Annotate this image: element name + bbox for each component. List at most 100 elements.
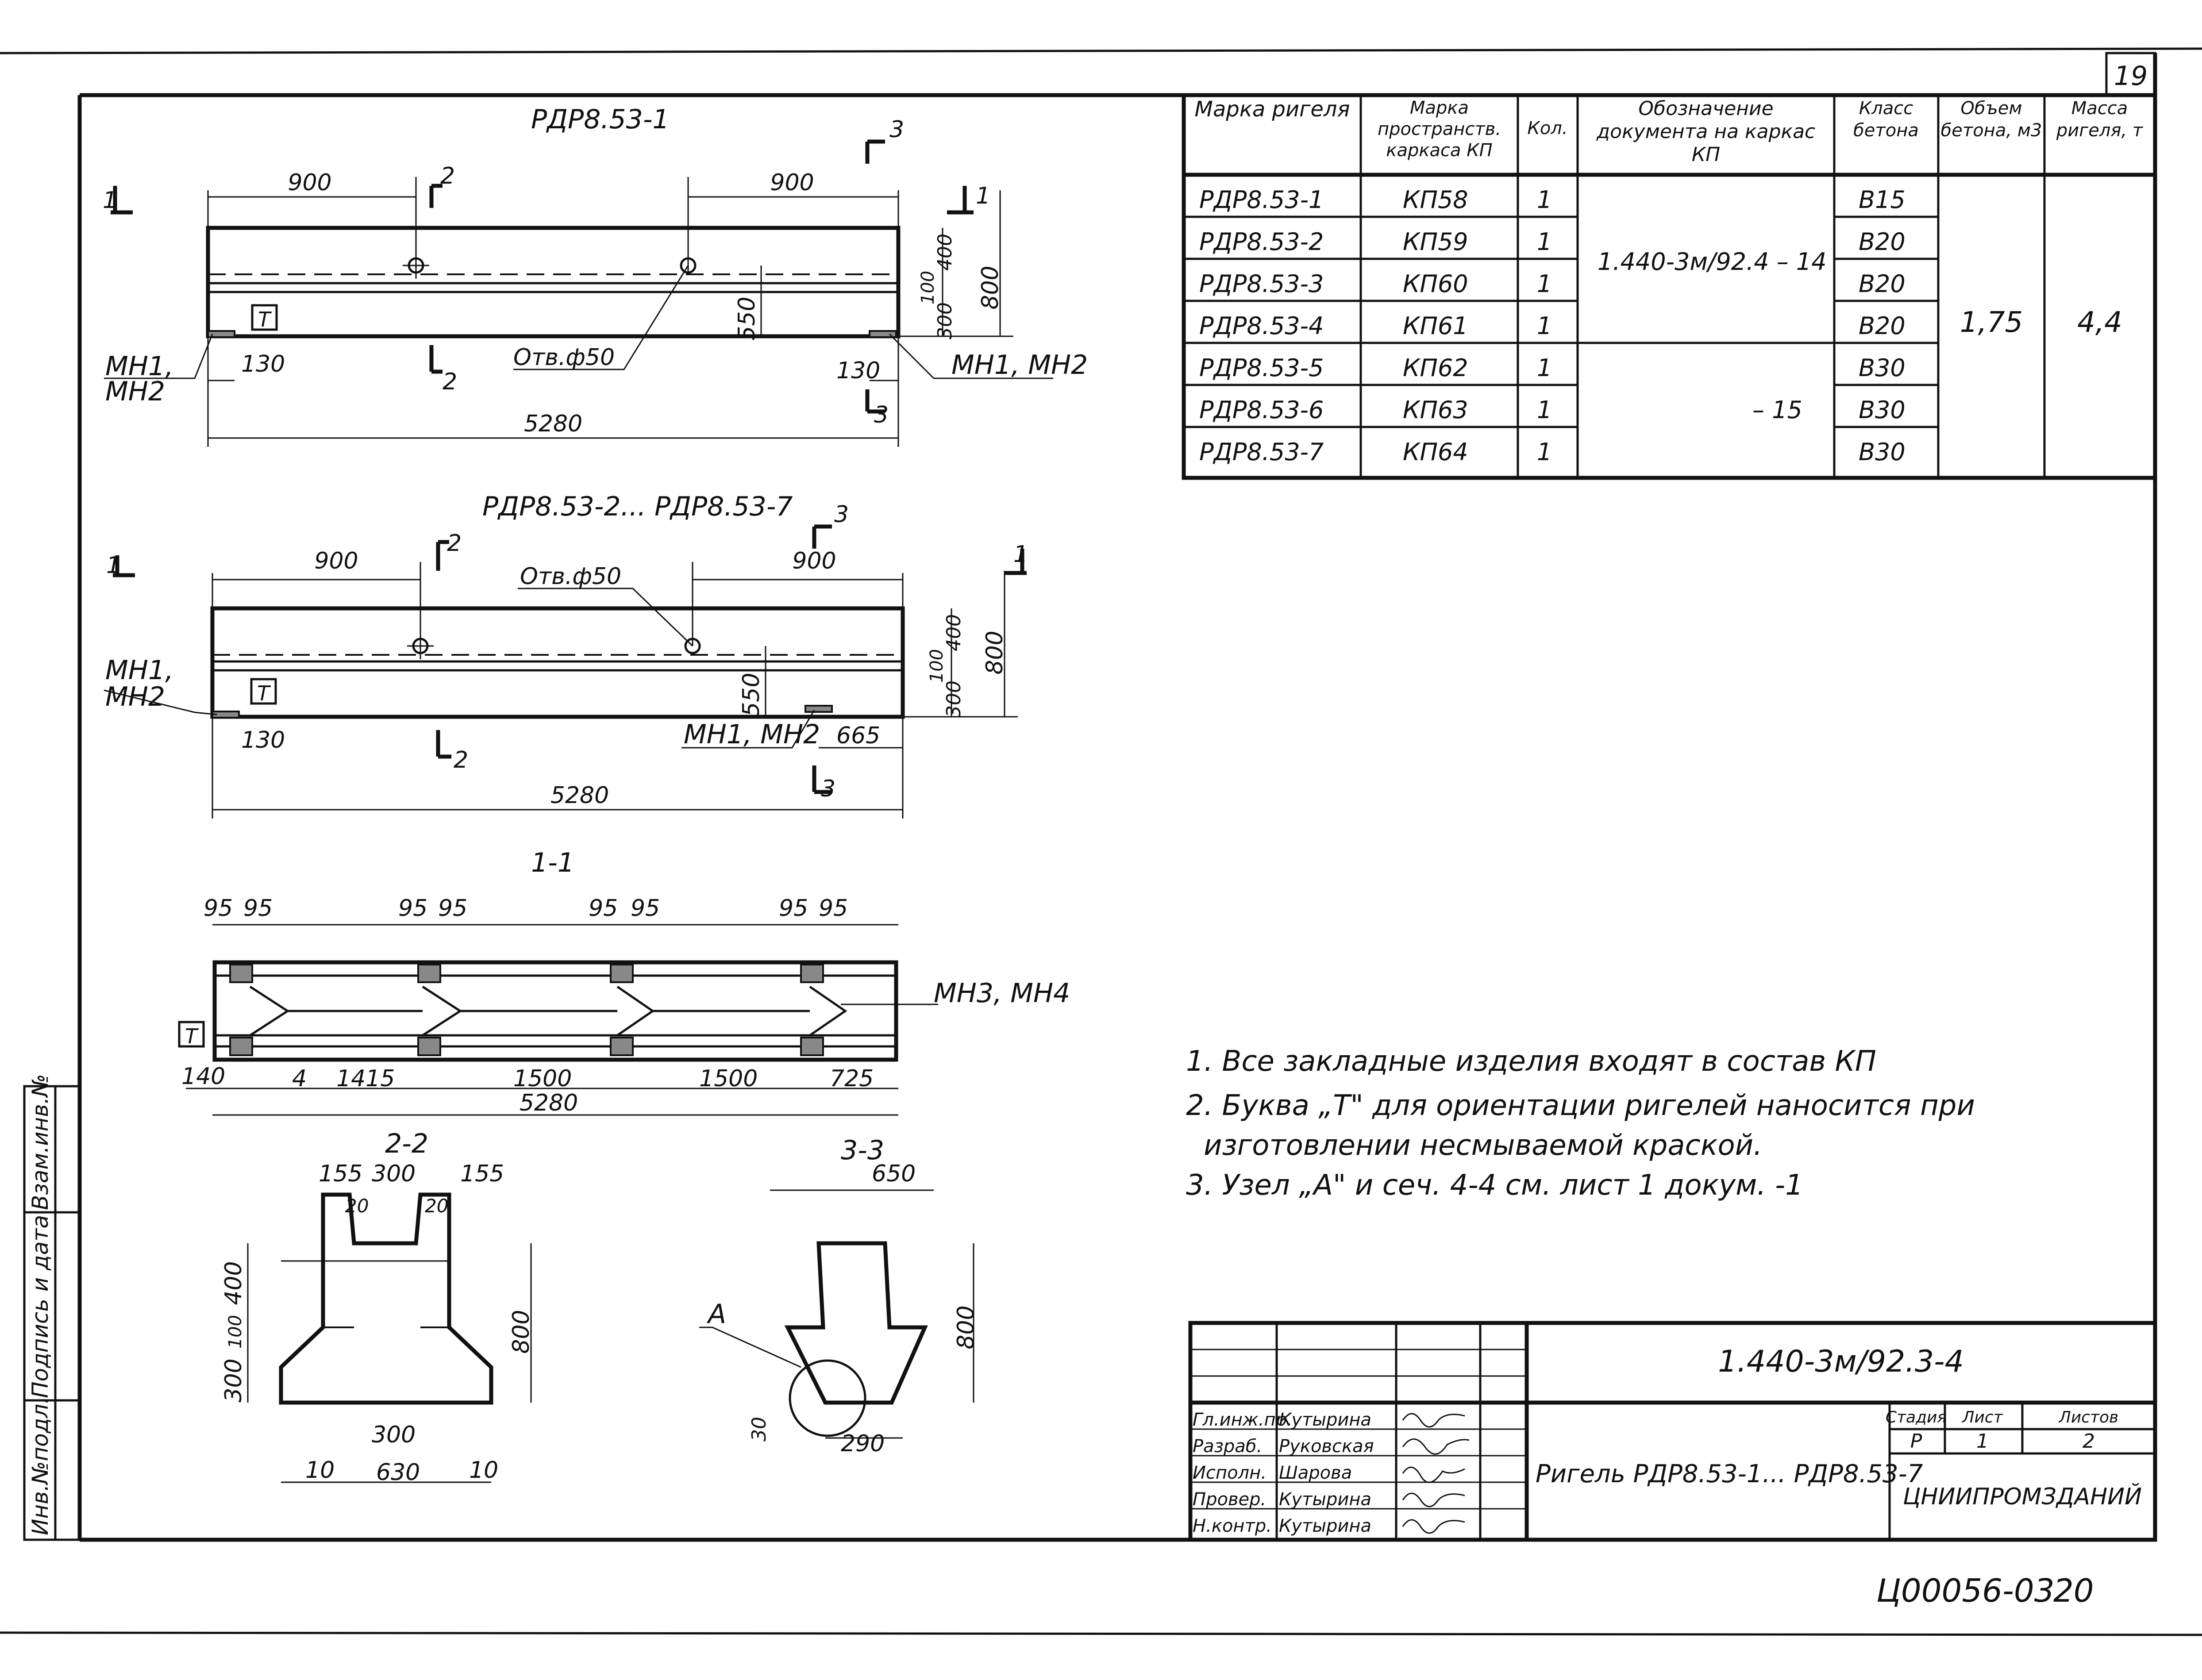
- row3-qty: 1: [1537, 270, 1552, 298]
- row1-kp: КП58: [1403, 186, 1468, 214]
- view1-title: РДР8.53-1: [531, 104, 670, 135]
- row3-kp: КП60: [1403, 270, 1468, 298]
- top-border: [0, 47, 2202, 54]
- doc-designation-b: – 15: [1752, 396, 1802, 424]
- s22-dim-300: 300: [220, 1358, 247, 1402]
- v2-cut2-bottom: 2: [454, 747, 468, 773]
- drawing-title: Ригель РДР8.53-1... РДР8.53-7: [1536, 1460, 1923, 1488]
- row6-qty: 1: [1537, 396, 1552, 424]
- role-3: Исполн.: [1193, 1463, 1267, 1483]
- s33-dim-800: 800: [953, 1305, 979, 1349]
- row2-kp: КП59: [1403, 228, 1468, 256]
- role-4: Провер.: [1193, 1489, 1266, 1510]
- v1-dim-130b: 130: [836, 358, 880, 384]
- v2-mn12-left2: МН2: [105, 681, 165, 712]
- row4-kp: КП61: [1403, 312, 1468, 340]
- s22-dim-20a: 20: [345, 1195, 369, 1217]
- v2-dim-130: 130: [241, 727, 285, 754]
- role-2: Разраб.: [1193, 1436, 1262, 1457]
- v1-dim-900a: 900: [288, 169, 331, 196]
- sheets-label: Листов: [2058, 1408, 2118, 1426]
- th-doc: Обозначение документа на каркас КП: [1596, 97, 1816, 166]
- v1-mn12-right: МН1, МН2: [951, 350, 1088, 381]
- sec11-title: 1-1: [531, 847, 574, 878]
- s11-dim-95c: 95: [398, 895, 427, 922]
- v1-hole-label: Отв.ф50: [513, 344, 615, 371]
- row5-mark: РДР8.53-5: [1199, 354, 1324, 382]
- s11-dim-95e: 95: [589, 895, 618, 922]
- s22-dim-800: 800: [508, 1310, 535, 1353]
- sec22-outline: [279, 1192, 493, 1405]
- s22-dim-630: 630: [376, 1459, 420, 1486]
- sheet-value: 1: [1976, 1430, 1989, 1453]
- s33-dim-650: 650: [872, 1161, 916, 1187]
- signatures: [1402, 1413, 1470, 1534]
- v1-cut2-bottom: 2: [443, 369, 457, 395]
- v2-cut3-top: 3: [834, 501, 849, 528]
- left-stamp: Инв.№подл. Подпись и дата Взам.инв.№: [23, 1074, 81, 1541]
- row5-kp: КП62: [1403, 354, 1468, 382]
- v2-dim-800: 800: [982, 630, 1008, 674]
- v1-cut2-top: 2: [440, 163, 455, 189]
- s22-dim-155a: 155: [319, 1161, 362, 1187]
- s11-dim-95d: 95: [438, 895, 467, 922]
- note-1: 1. Все закладные изделия входят в состав…: [1186, 1045, 1876, 1078]
- s11-dim-140: 140: [181, 1063, 225, 1090]
- s22-dim-300top: 300: [372, 1161, 416, 1187]
- v2-cut1-right: 1: [1013, 541, 1028, 568]
- view2-title: РДР8.53-2... РДР8.53-7: [482, 491, 793, 522]
- row5-concrete: В30: [1859, 354, 1906, 382]
- v1-cut3-top: 3: [889, 116, 904, 143]
- v1-dim-400: 400: [934, 234, 956, 271]
- row6-concrete: В30: [1859, 396, 1906, 424]
- note-2: 2. Буква „Т" для ориентации ригелей нано…: [1186, 1089, 1975, 1122]
- s11-dim-95h: 95: [819, 895, 848, 922]
- row6-mark: РДР8.53-6: [1199, 396, 1324, 424]
- v2-dim-400: 400: [943, 614, 965, 651]
- spec-table: Марка ригеля Марка пространств. каркаса …: [1182, 93, 2157, 480]
- section-1-1: 1-1 95 95 95 95 95 95 95 95 Т МН3, МН4: [178, 847, 1070, 1116]
- row2-qty: 1: [1537, 228, 1552, 256]
- v1-dim-130a: 130: [241, 351, 285, 377]
- th-mark: Марка ригеля: [1194, 97, 1350, 122]
- row3-concrete: В20: [1859, 270, 1906, 298]
- v1-dim-900b: 900: [770, 169, 814, 196]
- s22-dim-300b: 300: [372, 1422, 416, 1448]
- sec33-outline: [784, 1241, 928, 1405]
- s11-dim-95g: 95: [779, 895, 808, 922]
- v2-dim-550: 550: [738, 673, 765, 716]
- name-2: Руковская: [1279, 1436, 1374, 1457]
- v2-dim-5280: 5280: [550, 782, 609, 809]
- sheets-value: 2: [2083, 1430, 2095, 1453]
- row2-mark: РДР8.53-2: [1199, 228, 1324, 256]
- s11-dim-95b: 95: [243, 895, 273, 922]
- t-mark-2: Т: [257, 681, 271, 705]
- v2-dim-665: 665: [836, 723, 880, 749]
- row3-mark: РДР8.53-3: [1199, 270, 1324, 298]
- section-3-3: 3-3 650 800 А 30 290: [699, 1135, 979, 1457]
- title-block: 1.440-3м/92.3-4 Ригель РДР8.53-1... РДР8…: [1188, 1321, 2157, 1542]
- sec22-title: 2-2: [385, 1128, 428, 1159]
- s11-dim-1500a: 1500: [513, 1065, 572, 1092]
- s11-dim-725: 725: [830, 1065, 874, 1092]
- v2-cut1-left: 1: [106, 552, 121, 579]
- stage-value: Р: [1910, 1430, 1922, 1453]
- s22-dim-400: 400: [220, 1261, 247, 1305]
- v1-dim-300: 300: [934, 302, 956, 339]
- th-concrete: Класс бетона: [1853, 98, 1919, 141]
- stamp-vzam-inv: Взам.инв.№: [27, 1074, 53, 1210]
- beam-mass: 4,4: [2077, 306, 2122, 339]
- archive-code: Ц00056-03: [1876, 1572, 2055, 1609]
- row1-qty: 1: [1537, 186, 1552, 214]
- row7-mark: РДР8.53-7: [1199, 438, 1324, 466]
- stage-label: Стадия: [1886, 1408, 1947, 1426]
- archive-page: 20: [2053, 1572, 2094, 1609]
- s11-dim-1415: 1415: [336, 1065, 395, 1092]
- name-5: Кутырина: [1279, 1516, 1371, 1536]
- node-a-label: А: [706, 1299, 726, 1330]
- name-4: Кутырина: [1279, 1489, 1371, 1510]
- sec33-title: 3-3: [841, 1135, 884, 1166]
- v2-cut2-top: 2: [447, 530, 462, 557]
- th-kp: Марка пространств. каркаса КП: [1378, 98, 1501, 161]
